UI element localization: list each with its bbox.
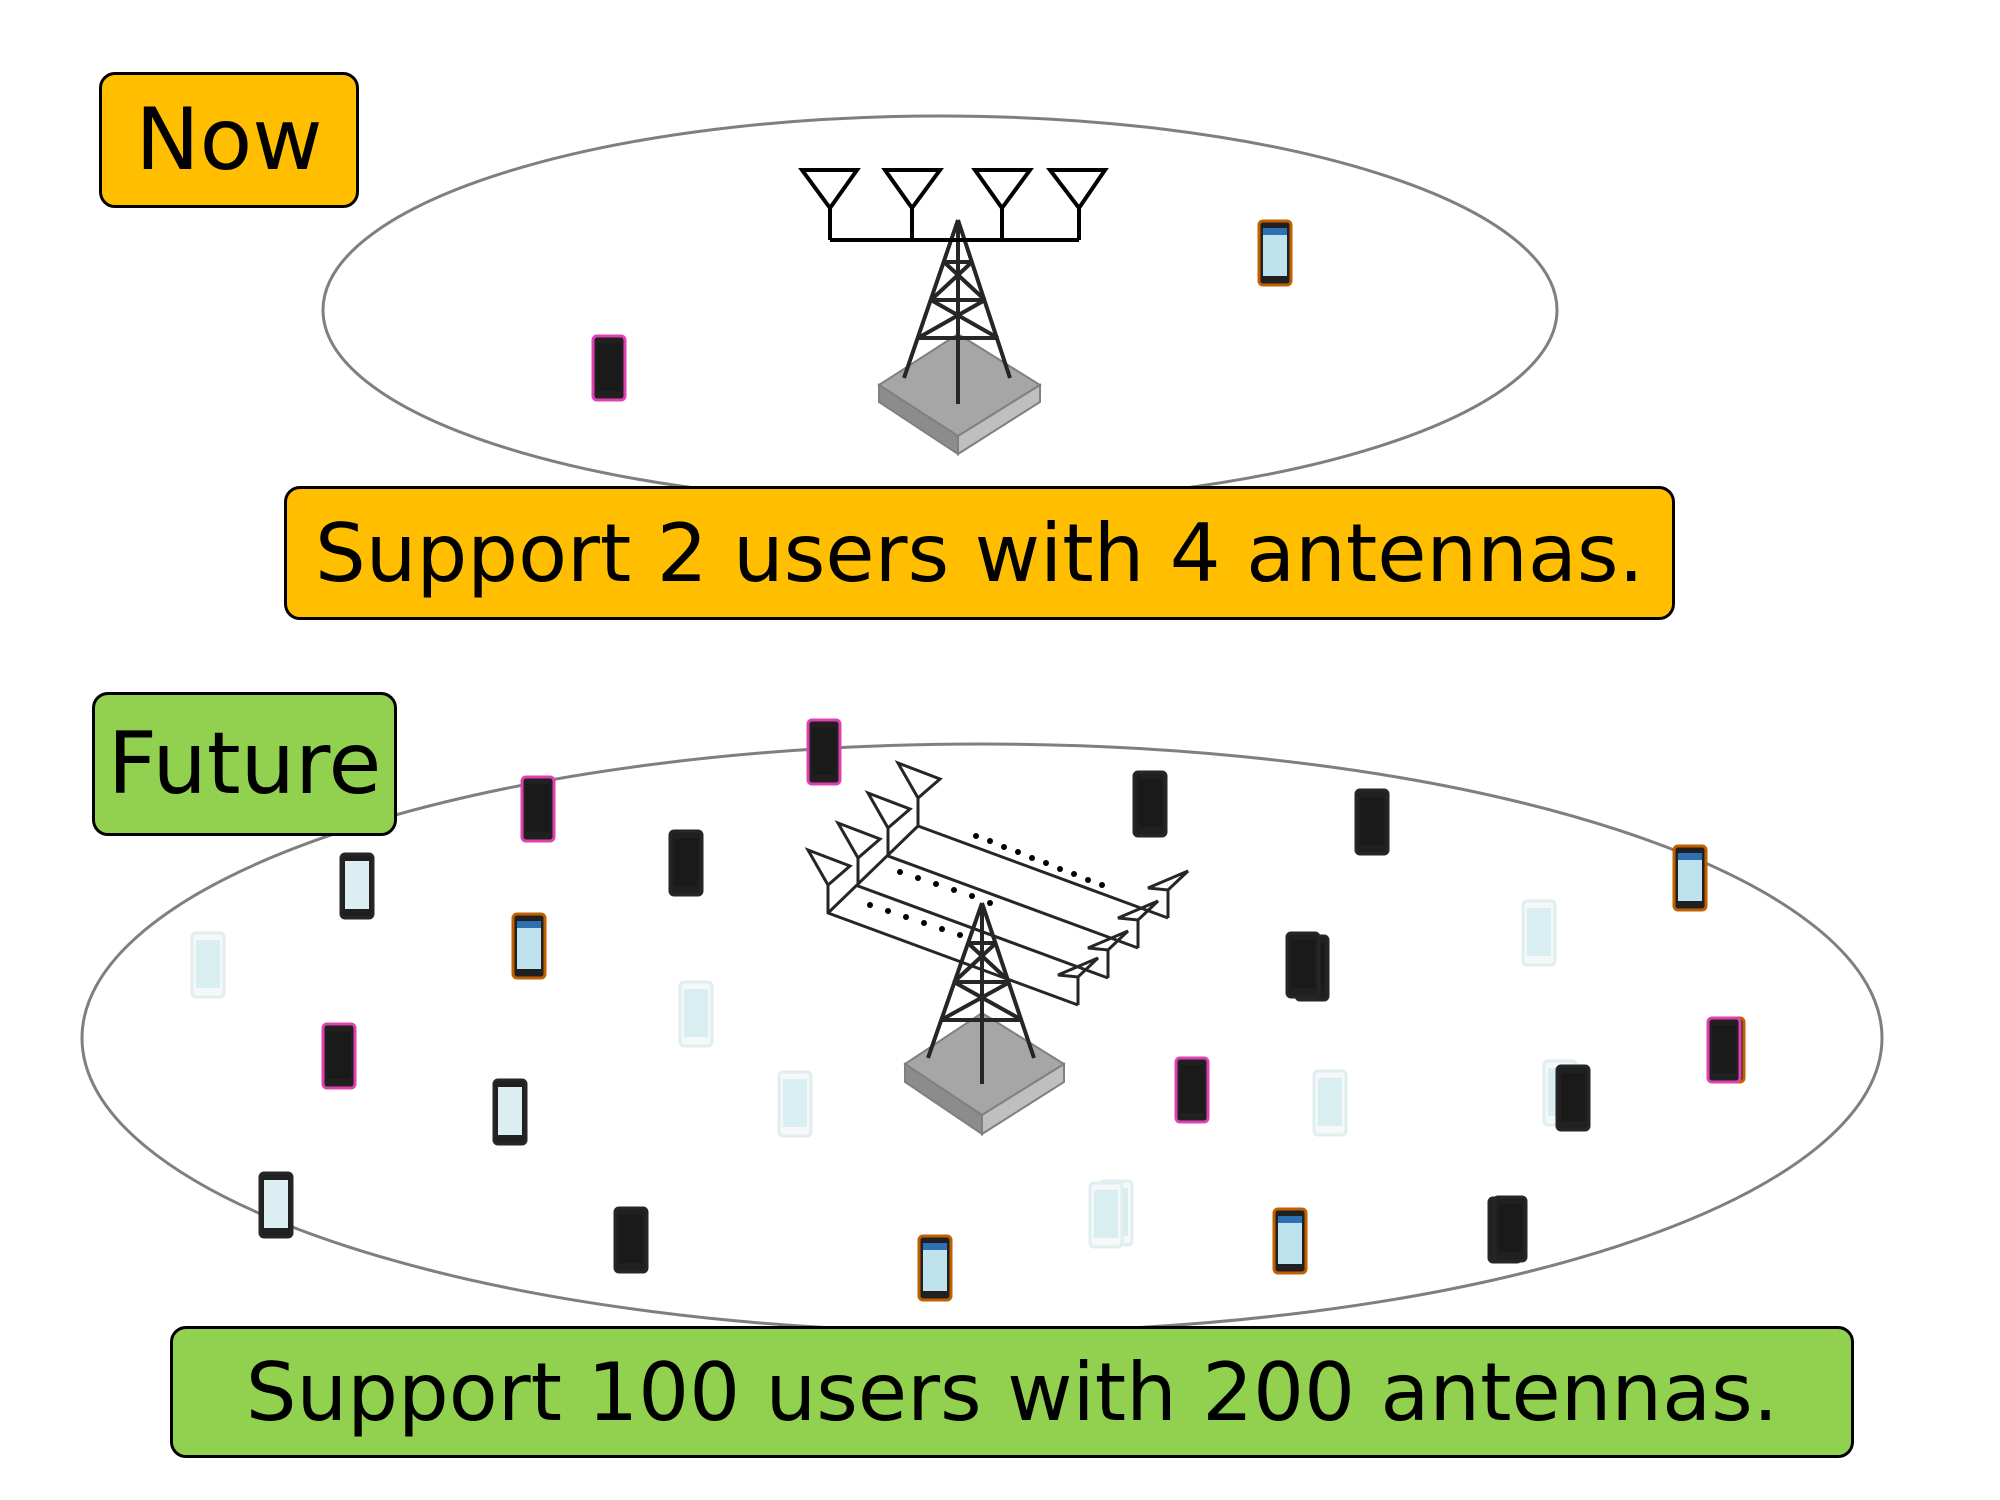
now-base-station — [798, 168, 1109, 456]
smartphone-icon — [1312, 1069, 1348, 1137]
future-tower-base-icon — [903, 1011, 1066, 1136]
smartphone-icon — [321, 1022, 357, 1090]
now-antenna-array-icon — [798, 168, 1109, 242]
smartphone-icon — [258, 1171, 294, 1239]
smartphone-icon — [1672, 844, 1708, 912]
smartphone-icon — [1555, 1064, 1591, 1132]
antenna-ellipsis — [867, 833, 1105, 938]
smartphone-icon — [1521, 899, 1557, 967]
now-coverage-cell — [321, 114, 1559, 506]
smartphone-icon — [613, 1206, 649, 1274]
antenna-icon — [804, 847, 853, 888]
smartphone-icon — [668, 829, 704, 897]
now-tower-icon — [902, 219, 1012, 404]
smartphone-icon — [1354, 788, 1390, 856]
smartphone-icon — [1272, 1207, 1308, 1275]
smartphone-icon — [1132, 770, 1168, 838]
now-users — [591, 219, 1293, 402]
smartphone-icon — [190, 931, 226, 999]
smartphone-icon — [777, 1070, 813, 1138]
antenna-icon — [864, 790, 913, 831]
antenna-icon — [834, 820, 883, 861]
future-caption: Support 100 users with 200 antennas. — [170, 1326, 1854, 1458]
smartphone-icon — [1257, 219, 1293, 287]
future-tag: Future — [92, 692, 397, 836]
antenna-icon — [894, 760, 943, 801]
smartphone-icon — [1285, 931, 1321, 999]
antenna-icon — [1117, 899, 1160, 922]
future-base-station — [804, 760, 1190, 1136]
smartphone-icon — [917, 1234, 953, 1302]
smartphone-icon — [339, 852, 375, 920]
now-tag: Now — [99, 72, 359, 208]
smartphone-icon — [511, 912, 547, 980]
antenna-icon — [798, 168, 861, 240]
smartphone-icon — [1492, 1195, 1528, 1263]
now-caption: Support 2 users with 4 antennas. — [284, 486, 1675, 620]
future-tower-icon — [926, 902, 1036, 1084]
smartphone-icon — [1174, 1056, 1210, 1124]
antenna-icon — [1087, 929, 1130, 952]
smartphone-icon — [678, 980, 714, 1048]
antenna-icon — [1147, 869, 1190, 892]
antenna-icon — [1057, 956, 1100, 979]
antenna-icon — [1045, 168, 1109, 240]
future-antenna-array-icon — [804, 760, 1190, 1007]
smartphone-icon — [520, 775, 556, 843]
smartphone-icon — [1706, 1016, 1742, 1084]
smartphone-icon — [806, 718, 842, 786]
smartphone-icon — [492, 1078, 528, 1146]
antenna-icon — [971, 168, 1034, 240]
smartphone-icon — [591, 334, 627, 402]
smartphone-icon — [1088, 1181, 1124, 1249]
future-users — [190, 718, 1746, 1302]
antenna-icon — [881, 168, 944, 240]
